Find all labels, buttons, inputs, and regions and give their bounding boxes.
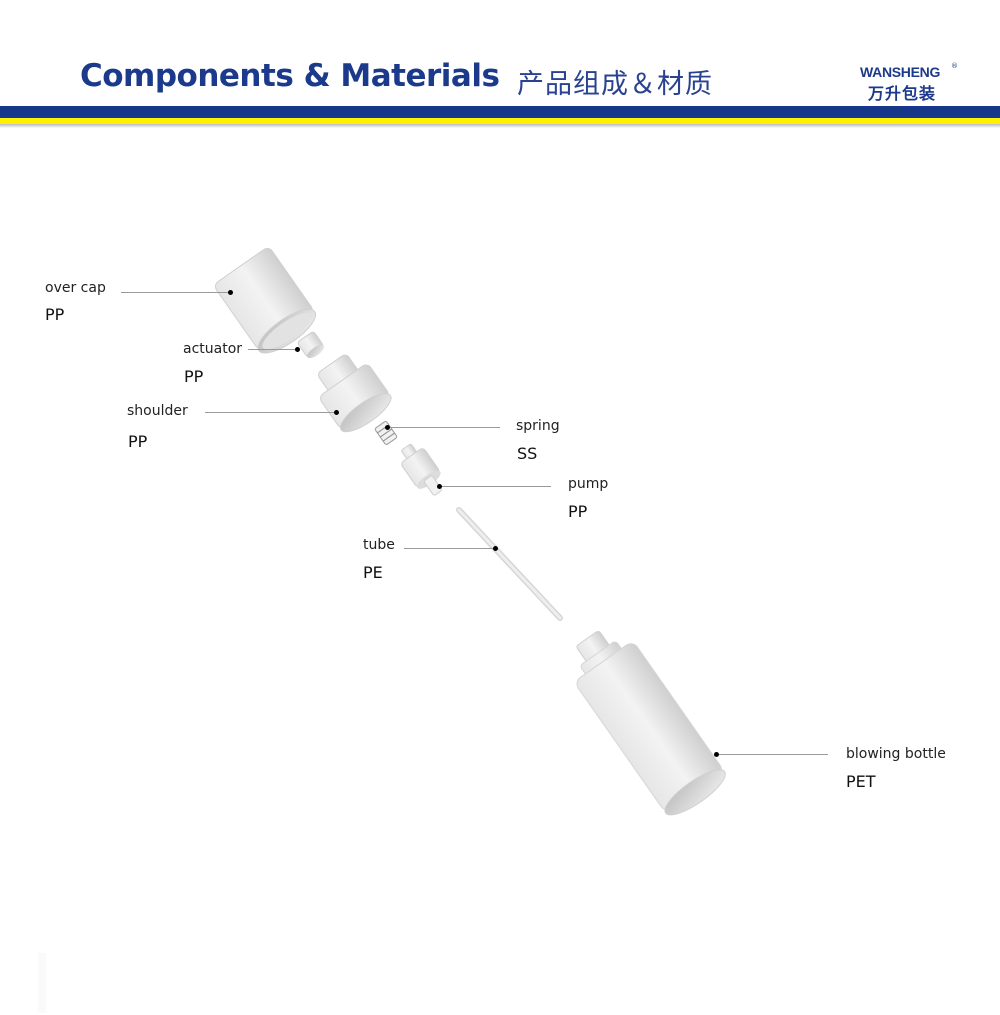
leader-line-over-cap (121, 292, 229, 293)
actuator-part (297, 331, 325, 359)
label-tube: tube (363, 537, 395, 553)
faint-mark (38, 953, 46, 1013)
anchor-dot-spring (385, 425, 390, 430)
leader-line-blowing-bottle (718, 754, 828, 755)
material-tube: PE (363, 563, 383, 582)
leader-line-spring (388, 427, 500, 428)
material-shoulder: PP (128, 432, 148, 451)
blowing-bottle-part (576, 630, 726, 816)
material-pump: PP (568, 502, 588, 521)
material-actuator: PP (184, 367, 204, 386)
over-cap-part (214, 247, 316, 354)
anchor-dot-blowing-bottle (714, 752, 719, 757)
page-header: Components & Materials 产品组成＆材质 WANSHENG … (0, 0, 1000, 135)
leader-line-tube (404, 548, 496, 549)
material-over-cap: PP (45, 305, 65, 324)
page-title-english: Components & Materials (80, 58, 500, 94)
header-bar-blue (0, 106, 1000, 118)
logo-text-chinese: 万升包装 (868, 84, 937, 103)
label-actuator: actuator (183, 341, 243, 357)
spring-part (374, 421, 398, 445)
label-spring: spring (516, 418, 560, 434)
registered-mark-icon: ® (951, 62, 958, 70)
anchor-dot-actuator (295, 347, 300, 352)
leader-line-pump (441, 486, 551, 487)
label-over-cap: over cap (45, 280, 106, 296)
material-blowing-bottle: PET (846, 772, 876, 791)
label-shoulder: shoulder (127, 403, 188, 419)
anchor-dot-tube (493, 546, 498, 551)
pump-part (401, 443, 442, 496)
anchor-dot-pump (437, 484, 442, 489)
header-bar-yellow (0, 118, 1000, 124)
label-pump: pump (568, 476, 609, 492)
label-blowing-bottle: blowing bottle (846, 746, 946, 762)
page-title-chinese: 产品组成＆材质 (517, 69, 713, 100)
brand-logo: WANSHENG ® 万升包装 (860, 62, 960, 104)
leader-line-shoulder (205, 412, 336, 413)
material-spring: SS (517, 444, 538, 463)
anchor-dot-shoulder (334, 410, 339, 415)
header-bar-shadow (0, 124, 1000, 128)
anchor-dot-over-cap (228, 290, 233, 295)
leader-line-actuator (248, 349, 296, 350)
logo-text-english: WANSHENG (860, 64, 941, 80)
